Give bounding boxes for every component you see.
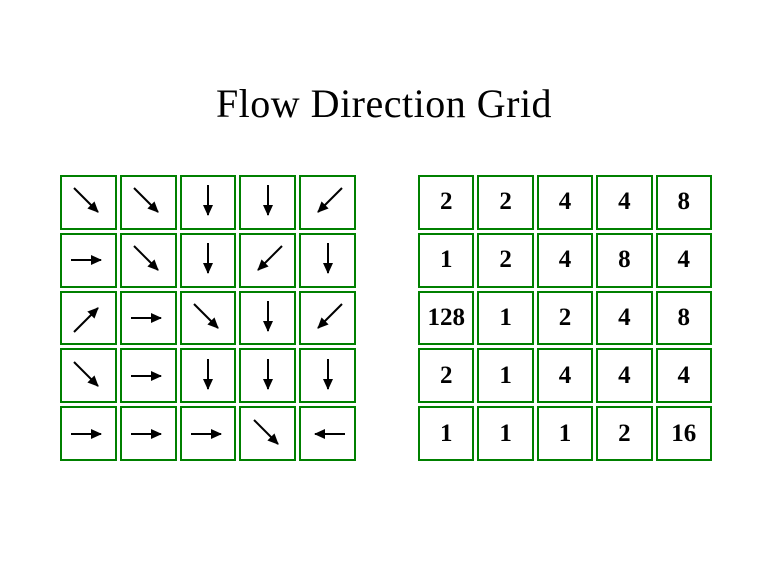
flow-cell-e xyxy=(119,406,177,461)
flow-cell-e xyxy=(119,290,177,346)
flow-cell-se xyxy=(60,175,117,230)
flow-cell-se xyxy=(239,406,297,461)
code-cell: 1 xyxy=(477,406,534,461)
code-cell: 4 xyxy=(655,232,712,288)
arrow-w-icon xyxy=(313,428,345,439)
flow-cell-se xyxy=(119,232,177,288)
code-cell: 2 xyxy=(477,175,534,230)
flow-cell-s xyxy=(299,348,356,404)
code-cell: 4 xyxy=(655,348,712,404)
page-title: Flow Direction Grid xyxy=(215,81,553,126)
flow-cell-e xyxy=(60,406,117,461)
code-cell: 4 xyxy=(536,175,594,230)
arrow-s-icon xyxy=(202,243,213,275)
arrow-se-icon xyxy=(73,187,100,214)
arrow-sw-icon xyxy=(316,187,343,214)
code-cell: 2 xyxy=(596,406,653,461)
code-cell: 4 xyxy=(536,348,594,404)
code-cell: 4 xyxy=(596,175,653,230)
arrow-e-icon xyxy=(131,428,163,439)
arrow-s-icon xyxy=(322,358,333,390)
code-cell: 1 xyxy=(477,348,534,404)
flow-cell-e xyxy=(179,406,237,461)
code-cell: 8 xyxy=(596,232,653,288)
flow-cell-s xyxy=(239,175,297,230)
arrow-s-icon xyxy=(202,185,213,217)
arrow-e-icon xyxy=(190,428,222,439)
arrow-sw-icon xyxy=(257,245,283,271)
arrow-se-icon xyxy=(133,245,159,271)
code-cell: 1 xyxy=(536,406,594,461)
flow-cell-se xyxy=(179,290,237,346)
flow-cell-e xyxy=(60,232,117,288)
flow-cell-s xyxy=(179,175,237,230)
flow-cell-se xyxy=(60,348,117,404)
flow-cell-w xyxy=(299,406,356,461)
code-cell: 4 xyxy=(596,290,653,346)
flow-cell-s xyxy=(179,348,237,404)
flow-cell-se xyxy=(119,175,177,230)
flow-cell-s xyxy=(239,290,297,346)
arrow-e-icon xyxy=(131,370,163,381)
flow-cell-ne xyxy=(60,290,117,346)
flow-cell-s xyxy=(239,348,297,404)
flow-cell-sw xyxy=(299,175,356,230)
flow-cell-s xyxy=(179,232,237,288)
code-cell: 2 xyxy=(477,232,534,288)
arrow-s-icon xyxy=(262,358,273,390)
arrow-s-icon xyxy=(262,185,273,217)
code-cell: 16 xyxy=(655,406,712,461)
code-cell: 1 xyxy=(418,232,475,288)
arrow-s-icon xyxy=(322,243,333,275)
flow-direction-grid xyxy=(60,175,356,461)
code-cell: 8 xyxy=(655,175,712,230)
code-cell: 4 xyxy=(596,348,653,404)
code-cell: 4 xyxy=(536,232,594,288)
arrow-se-icon xyxy=(133,187,159,214)
code-cell: 8 xyxy=(655,290,712,346)
arrow-e-icon xyxy=(71,428,103,439)
arrow-s-icon xyxy=(202,358,213,390)
flow-cell-e xyxy=(119,348,177,404)
flow-cell-s xyxy=(299,232,356,288)
arrow-e-icon xyxy=(131,312,163,323)
arrow-e-icon xyxy=(71,255,103,266)
arrow-s-icon xyxy=(262,300,273,332)
arrow-se-icon xyxy=(253,418,279,445)
code-cell: 1 xyxy=(477,290,534,346)
flow-cell-sw xyxy=(299,290,356,346)
code-cell: 1 xyxy=(418,406,475,461)
code-cell: 2 xyxy=(418,175,475,230)
arrow-ne-icon xyxy=(73,307,100,333)
flow-cell-sw xyxy=(239,232,297,288)
arrow-sw-icon xyxy=(316,303,343,329)
arrow-se-icon xyxy=(193,303,219,329)
code-cell: 2 xyxy=(536,290,594,346)
arrow-se-icon xyxy=(73,361,100,387)
code-cell: 128 xyxy=(418,290,475,346)
code-cell: 2 xyxy=(418,348,475,404)
